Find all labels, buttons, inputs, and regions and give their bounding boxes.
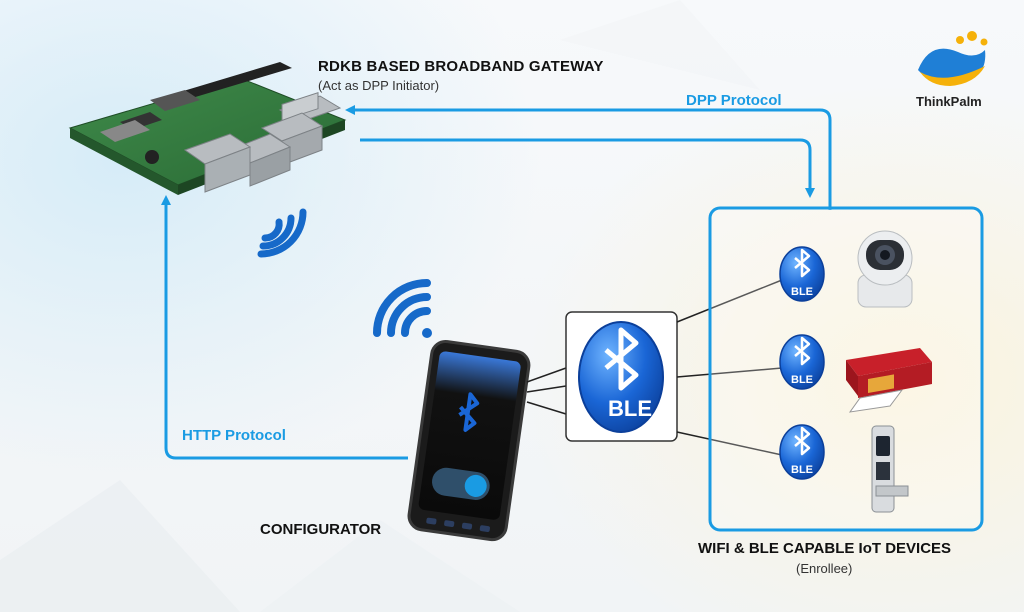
configurator-phone-icon xyxy=(407,339,531,542)
background-shapes xyxy=(0,0,760,612)
bluetooth-icon xyxy=(794,426,811,456)
phone-bluetooth-icon xyxy=(458,392,480,432)
brand-name: ThinkPalm xyxy=(916,94,982,109)
device-ble-label-1: BLE xyxy=(791,286,813,298)
iot-devices-title: WIFI & BLE CAPABLE IoT DEVICES xyxy=(698,540,952,557)
http-protocol-label: HTTP Protocol xyxy=(182,427,286,444)
printer-icon xyxy=(846,348,932,413)
dpp-protocol-arrows xyxy=(345,105,832,210)
device-ble-badge-2 xyxy=(779,334,825,390)
bluetooth-icon xyxy=(794,336,811,366)
smart-lock-icon xyxy=(871,425,909,513)
iot-devices-subtitle: (Enrollee) xyxy=(796,561,853,576)
thinkpalm-logo-icon xyxy=(918,31,988,86)
gateway-title: RDKB BASED BROADBAND GATEWAY xyxy=(318,58,604,75)
device-ble-label-2: BLE xyxy=(791,374,813,386)
hub-device-links xyxy=(676,279,783,456)
device-ble-badges xyxy=(779,246,825,480)
phone-ble-links xyxy=(526,367,567,415)
gateway-board-icon xyxy=(68,62,347,195)
dpp-arrow-to-devices xyxy=(360,138,815,198)
configurator-wifi-icon xyxy=(373,279,432,338)
device-ble-label-3: BLE xyxy=(791,464,813,476)
gateway-wifi-icon xyxy=(257,208,307,258)
device-ble-badge-1 xyxy=(779,246,825,302)
ble-hub-label: BLE xyxy=(608,396,652,421)
ble-hub-bluetooth-icon xyxy=(604,327,639,391)
dpp-protocol-label: DPP Protocol xyxy=(686,92,782,109)
device-ble-badge-3 xyxy=(779,424,825,480)
gateway-subtitle: (Act as DPP Initiator) xyxy=(318,78,440,93)
bluetooth-icon xyxy=(794,248,811,278)
http-protocol-arrow xyxy=(161,195,408,460)
configurator-label: CONFIGURATOR xyxy=(260,521,382,538)
dpp-arrow-to-gateway xyxy=(345,105,832,210)
security-camera-icon xyxy=(857,230,913,308)
